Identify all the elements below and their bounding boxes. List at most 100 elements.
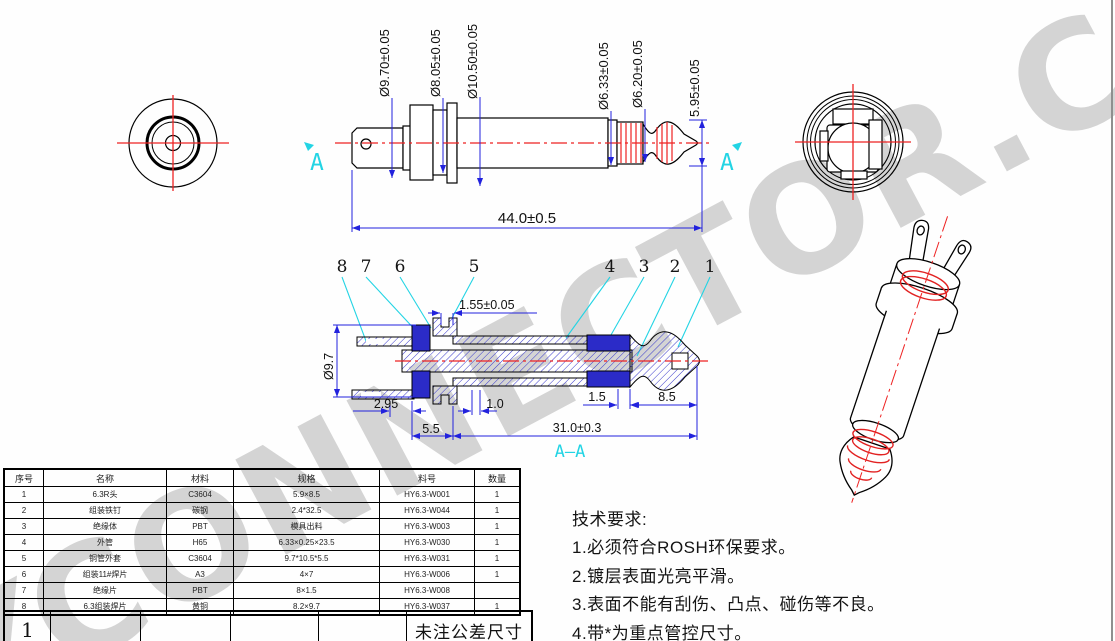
- insulator-left-top: [411, 324, 431, 352]
- bom-cell: HY6.3-W001: [379, 486, 475, 503]
- bom-cell: 1: [474, 486, 521, 503]
- title-block-row: 1 未注公差尺寸: [3, 610, 533, 641]
- bom-cell: 模具出料: [233, 518, 380, 535]
- bom-cell: PBT: [166, 582, 234, 599]
- dim-label: Ø9.7: [322, 353, 336, 380]
- iso-tip: [839, 436, 893, 496]
- bom-cell: 1: [474, 534, 521, 551]
- bom-cell: 5: [3, 550, 44, 567]
- bom-cell: 铜管外套: [43, 550, 167, 567]
- outer-tube-bottom: [452, 377, 588, 387]
- tech-requirement-item: 2.镀层表面光亮平滑。: [572, 566, 745, 586]
- sheet-right-border: [1111, 0, 1113, 641]
- front-view: [117, 95, 229, 191]
- bom-cell: HY6.3-W031: [379, 550, 475, 567]
- part-callouts: 8 7 6 5 4 3 2 1: [337, 257, 716, 277]
- dim-label: 2.95: [374, 397, 398, 411]
- bom-cell: PBT: [166, 518, 234, 535]
- dim-label: Ø8.05±0.05: [428, 29, 443, 97]
- bom-cell: HY6.3-W030: [379, 534, 475, 551]
- dim-label: 1.5: [588, 390, 605, 404]
- bom-cell: C3604: [166, 486, 234, 503]
- dim-label: 31.0±0.3: [553, 421, 602, 435]
- lug-top: [356, 336, 415, 347]
- side-view-dimensions: Ø9.70±0.05 Ø8.05±0.05 Ø10.50±0.05 Ø6.33±…: [377, 24, 702, 227]
- dim-label: Ø6.20±0.05: [630, 40, 645, 108]
- bom-cell: 1: [3, 486, 44, 503]
- bom-cell: 组装铁钉: [43, 502, 167, 519]
- insulator-right-bottom: [586, 370, 631, 388]
- bom-cell: 绝缘体: [43, 518, 167, 535]
- bom-cell: 2.4*32.5: [233, 502, 380, 519]
- bom-cell: 2: [3, 502, 44, 519]
- bom-cell: 6.33×0.25×23.5: [233, 534, 380, 551]
- bom-cell: H65: [166, 534, 234, 551]
- part-number: 1: [705, 257, 716, 277]
- section-label: A—A: [555, 442, 586, 462]
- insulator-left-bottom: [411, 370, 431, 399]
- bom-cell: C3604: [166, 550, 234, 567]
- bom-header-cell: 规格: [233, 468, 380, 487]
- rear-view: [795, 84, 911, 200]
- tech-requirement-item: 1.必须符合ROSH环保要求。: [572, 538, 796, 558]
- dim-label: 5.95±0.05: [687, 59, 702, 117]
- front-view-centerlines: [117, 95, 229, 191]
- part-number: 7: [361, 257, 372, 277]
- bom-cell: HY6.3-W044: [379, 502, 475, 519]
- tech-requirements-title: 技术要求:: [572, 510, 648, 529]
- tolerance-note: 未注公差尺寸: [406, 610, 533, 641]
- title-block-cell: [318, 610, 407, 641]
- tip-section: [629, 331, 700, 391]
- rear-view-centerlines: [795, 84, 911, 200]
- tech-requirement-item: 3.表面不能有刮伤、凸点、碰伤等不良。: [572, 595, 885, 615]
- dim-label: 8.5: [658, 390, 675, 404]
- section-cut-markers: A A: [304, 142, 742, 176]
- bom-cell: A3: [166, 566, 234, 583]
- title-block-cell: [230, 610, 319, 641]
- bom-header-cell: 材料: [166, 468, 234, 487]
- title-block: 1 未注公差尺寸: [3, 610, 533, 641]
- section-arrow-right-label: A: [720, 150, 734, 176]
- bom-cell: 4: [3, 534, 44, 551]
- bom-cell: 碳钢: [166, 502, 234, 519]
- lug-hole: [360, 138, 372, 150]
- dim-label: 1.0: [486, 397, 503, 411]
- bom-cell: 外管: [43, 534, 167, 551]
- bom-header-cell: 数量: [474, 468, 521, 487]
- section-arrow-left-icon: [304, 142, 314, 151]
- bom-cell: 1: [474, 518, 521, 535]
- bom-cell: 组装11#焊片: [43, 566, 167, 583]
- bom-cell: 6.3R头: [43, 486, 167, 503]
- bom-cell: 6: [3, 566, 44, 583]
- bom-header-row: 序号名称材料规格料号数量: [3, 468, 521, 487]
- bom-header-cell: 序号: [3, 468, 44, 487]
- dim-label: 5.5: [422, 422, 439, 436]
- outer-tube-top: [452, 335, 588, 345]
- part-number: 8: [337, 257, 348, 277]
- side-view: Ø9.70±0.05 Ø8.05±0.05 Ø10.50±0.05 Ø6.33±…: [304, 24, 742, 232]
- part-number: 4: [605, 257, 616, 277]
- bom-cell: [474, 582, 521, 599]
- section-view: 8 7 6 5 4 3 2 1: [322, 257, 715, 462]
- isometric-view: [839, 216, 972, 503]
- dim-label: Ø10.50±0.05: [465, 24, 480, 99]
- solder-lug-outline: [351, 127, 404, 169]
- tech-requirements: 技术要求: 1.必须符合ROSH环保要求。 2.镀层表面光亮平滑。 3.表面不能…: [572, 506, 885, 641]
- section-arrow-right-icon: [732, 142, 742, 151]
- bom-cell: 5.9×8.5: [233, 486, 380, 503]
- bom-header-cell: 料号: [379, 468, 475, 487]
- bom-cell: HY6.3-W008: [379, 582, 475, 599]
- bom-header-cell: 名称: [43, 468, 167, 487]
- title-block-cell: [140, 610, 231, 641]
- bom-cell: 绝缘片: [43, 582, 167, 599]
- bom-cell: 9.7*10.5*5.5: [233, 550, 380, 567]
